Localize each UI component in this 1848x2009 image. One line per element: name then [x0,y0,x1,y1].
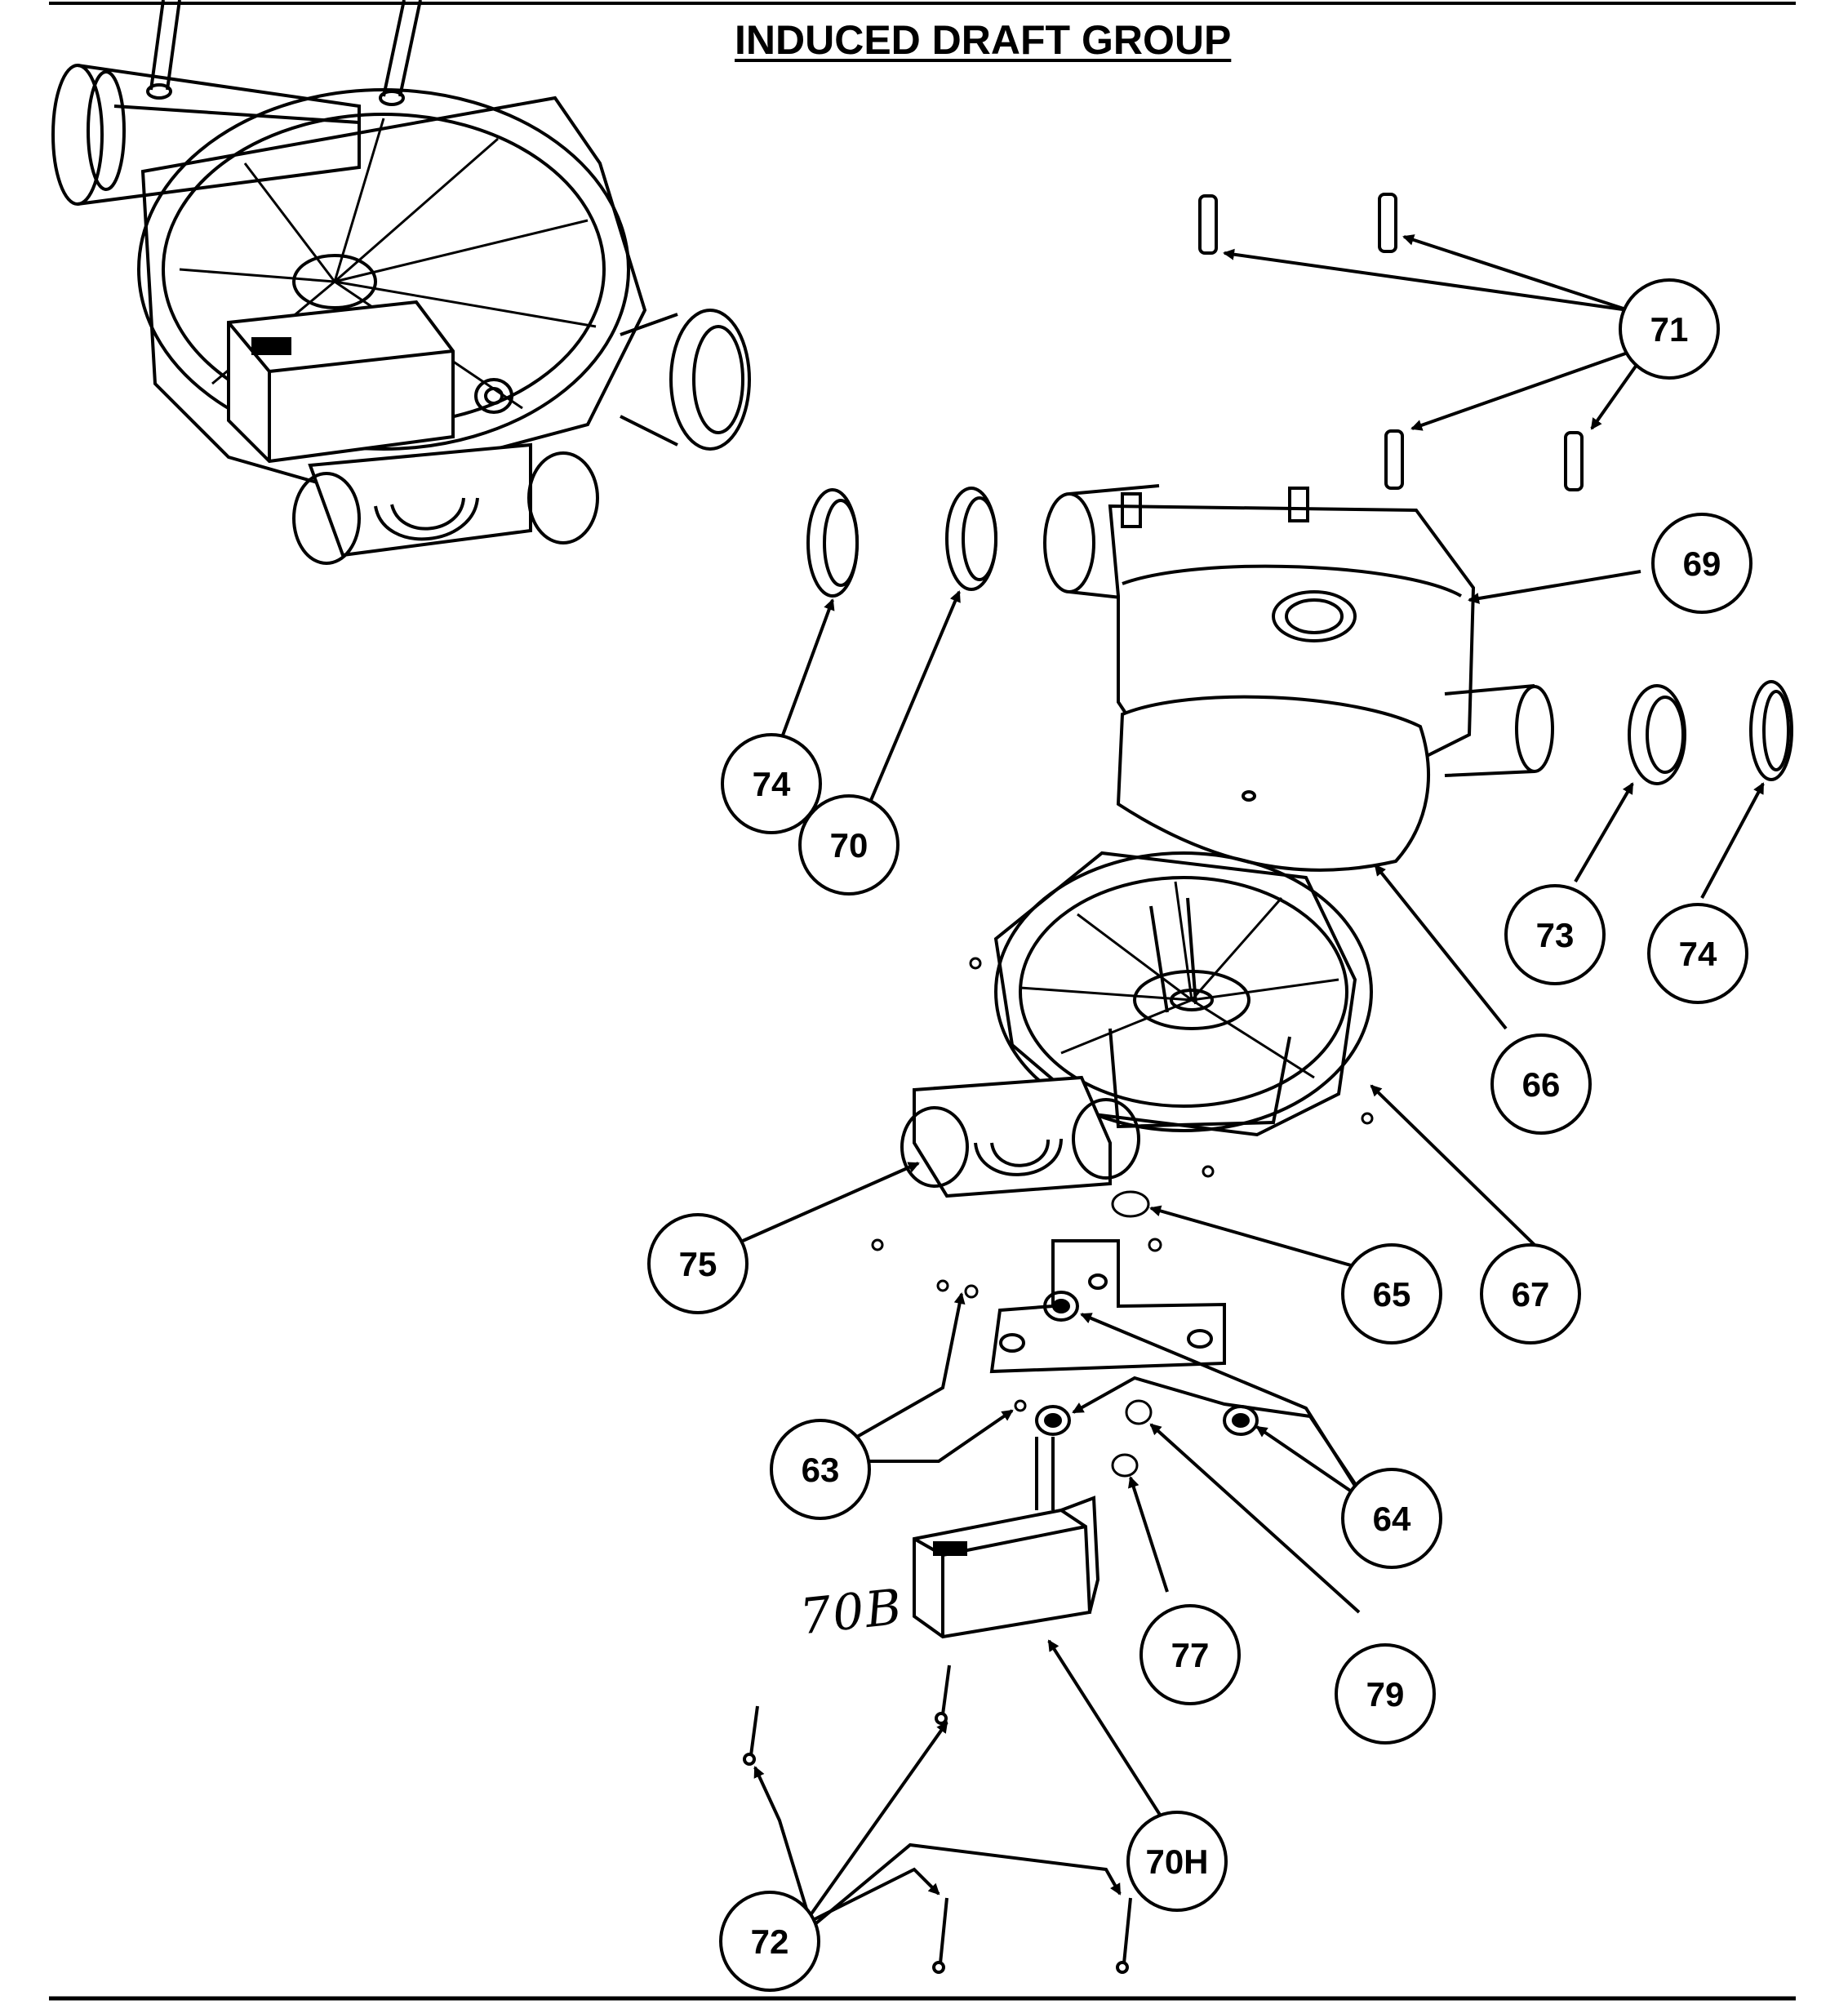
svg-text:67: 67 [1512,1275,1550,1313]
callout-balloons: 71 69 74 70 73 74 [647,278,1752,1992]
svg-text:77: 77 [1171,1636,1210,1674]
grommets-64 [1035,1291,1259,1436]
callout-69: 69 [1651,513,1752,614]
callout-70: 70 [798,794,900,896]
callout-65: 65 [1341,1243,1442,1345]
svg-text:72: 72 [751,1922,789,1961]
svg-text:70: 70 [830,826,868,864]
svg-text:66: 66 [1522,1065,1561,1104]
callout-72: 72 [719,1891,820,1992]
callout-73: 73 [1504,884,1606,985]
assembled-blower [51,0,751,565]
leader-lines [742,234,1765,1928]
callout-75: 75 [647,1213,749,1314]
handwritten-part-label: 70B [797,1578,906,1647]
motor-base-75 [900,1075,1140,1198]
svg-text:79: 79 [1366,1675,1405,1713]
svg-text:71: 71 [1650,310,1689,349]
callout-77: 77 [1139,1604,1241,1705]
svg-text:69: 69 [1683,544,1721,583]
callout-79: 79 [1335,1643,1436,1745]
blower-wheel-67 [993,851,1373,1137]
motor-70h [913,1437,1100,1639]
svg-text:64: 64 [1373,1500,1411,1538]
mounting-bracket [989,1239,1226,1374]
cap-77 [1111,1453,1139,1478]
callout-66: 66 [1490,1033,1592,1135]
standoffs-71 [1198,193,1584,491]
callout-64: 64 [1341,1468,1442,1569]
callout-67: 67 [1480,1243,1581,1345]
callout-74-right: 74 [1647,903,1748,1004]
svg-text:73: 73 [1536,916,1575,954]
svg-text:74: 74 [753,765,791,803]
svg-text:65: 65 [1373,1275,1411,1313]
cap-79 [1125,1399,1153,1425]
bolts-72 [743,1665,1132,1974]
svg-text:70H: 70H [1145,1842,1208,1881]
callout-70h: 70H [1126,1811,1228,1912]
svg-text:74: 74 [1679,935,1717,973]
cover-plate-66 [1116,695,1430,872]
callout-71: 71 [1619,278,1720,380]
svg-text:63: 63 [802,1451,840,1489]
disc-65 [1111,1190,1150,1218]
svg-text:75: 75 [679,1245,717,1283]
callout-74-left: 74 [721,733,822,834]
clamps-couplings [806,487,1793,785]
small-screws [871,957,1374,1412]
callout-63: 63 [770,1419,871,1520]
diagram-title: INDUCED DRAFT GROUP [735,17,1232,63]
